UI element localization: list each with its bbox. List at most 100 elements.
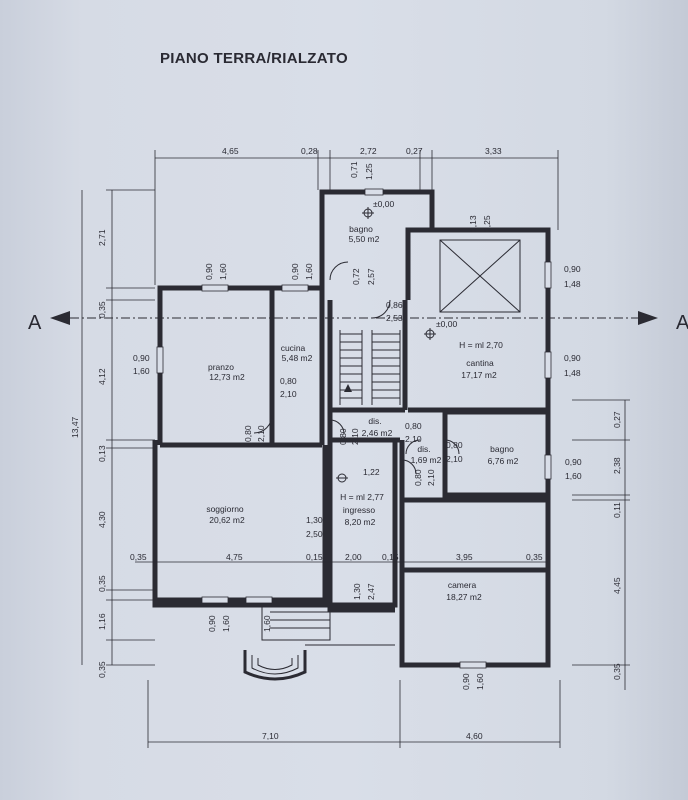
room-cantina-name: cantina [466,358,494,368]
skylight-dim-w: 2,13 [468,215,478,232]
stair-arrow-up [344,384,352,392]
lbl-d-cucina-w: 0,80 [280,376,297,386]
window-pranzo-a [201,284,229,292]
lbl-w-sogg-b-h: 1,60 [262,615,272,632]
section-label-right: A [676,312,688,334]
window-cantina-a [544,261,552,289]
window-pranzo-left [156,346,164,374]
room-cucina-area: 5,48 m2 [282,353,313,363]
room-dis2-name: dis. [417,444,430,454]
dim-top-333: 3,33 [485,146,502,156]
window-soggiorno-b [245,596,273,604]
inner-dim-200: 2,00 [345,552,362,562]
lbl-w-cantina-a-w: 0,90 [564,264,581,274]
dim-left-013: 0,13 [97,445,107,462]
bottom-dimensions: 7,10 4,60 [147,680,561,748]
lbl-w-pranzo-b-h: 1,60 [304,263,314,280]
lbl-d-small-h: 2,47 [366,583,376,600]
lbl-d-dis2-h: 2,10 [426,469,436,486]
room-dis1-name: dis. [368,416,381,426]
dim-top-125: 1,25 [364,163,374,180]
dim-left-035c: 0,35 [97,661,107,678]
room-labels: bagno 5,50 m2 cucina 5,48 m2 pranzo 12,7… [206,224,518,602]
window-cantina-b [544,351,552,379]
room-soggiorno-area: 20,62 m2 [209,515,245,525]
skylight: 2,13 2,25 [439,215,521,313]
dim-top-028: 0,28 [301,146,318,156]
inner-dimensions: 0,35 4,75 0,15 2,00 0,15 3,95 0,35 [130,552,548,563]
dim-top-071: 0,71 [349,161,359,178]
room-pranzo-area: 12,73 m2 [209,372,245,382]
lbl-w-pranzo-left-w: 0,90 [133,353,150,363]
windows [156,188,552,669]
inner-dim-395: 3,95 [456,552,473,562]
window-camera [459,661,487,669]
skylight-dim-h: 2,25 [482,215,492,232]
lbl-d-pranzo-w: 0,80 [243,425,253,442]
window-soggiorno-a [201,596,229,604]
lbl-d-dis1-a-h: 2,10 [350,428,360,445]
lbl-d-cantina-h: 2,53 [386,313,403,323]
inner-dim-035a: 0,35 [130,552,147,562]
room-dis2-area: 1,69 m2 [411,455,442,465]
lbl-w-cantina-b-w: 0,90 [564,353,581,363]
dim-left-116: 1,16 [97,613,107,630]
room-bagno2-name: bagno [490,444,514,454]
window-bagno1 [364,188,384,196]
room-cantina-height: H = ml 2,70 [459,340,503,350]
dim-top-027: 0,27 [406,146,423,156]
lbl-d-bagno1-h: 2,57 [366,268,376,285]
dim-left-412: 4,12 [97,368,107,385]
room-ingresso-height: H = ml 2,77 [340,492,384,502]
room-bagno1-area: 5,50 m2 [349,234,380,244]
lbl-d-ingresso-h: 2,50 [306,529,323,539]
window-pranzo-b [281,284,309,292]
lbl-d-dis2-w: 0,80 [413,469,423,486]
dim-right-035: 0,35 [612,663,622,680]
lbl-w-pranzo-left-h: 1,60 [133,366,150,376]
page-title: PIANO TERRA/RIALZATO [160,50,348,67]
lbl-w-bagno2-h: 1,60 [565,471,582,481]
opening-labels: 0,90 1,60 0,90 1,60 0,90 1,60 0,80 2,10 … [133,263,582,690]
section-label-left: A [28,312,42,334]
room-dis1-area: 2,46 m2 [362,428,393,438]
level-bagno: ±0,00 [373,199,394,209]
lbl-d-ingresso-w: 1,30 [306,515,323,525]
level-markers: ±0,00 ±0,00 [336,199,457,483]
top-dimensions: 4,65 0,28 2,72 0,27 3,33 0,71 1,25 [154,146,559,285]
room-soggiorno-name: soggiorno [206,504,244,514]
inner-dim-035b: 0,35 [526,552,543,562]
lbl-w-cantina-a-h: 1,48 [564,279,581,289]
lbl-ingresso-w: 1,22 [363,467,380,477]
lbl-w-pranzo-b-w: 0,90 [290,263,300,280]
room-bagno2-area: 6,76 m2 [488,456,519,466]
lbl-d-bagno2-h: 2,10 [446,454,463,464]
staircase [339,330,401,405]
lbl-w-cantina-b-h: 1,48 [564,368,581,378]
dim-left-035a: 0,35 [97,301,107,318]
dim-right-445: 4,45 [612,577,622,594]
dim-left-430: 4,30 [97,511,107,528]
door-swings [253,261,460,475]
room-camera-name: camera [448,580,477,590]
lbl-w-bagno2-w: 0,90 [565,457,582,467]
lbl-w-camera-w: 0,90 [461,673,471,690]
lbl-w-pranzo-a-w: 0,90 [204,263,214,280]
room-cucina-name: cucina [281,343,306,353]
lbl-d-bagno1-w: 0,72 [351,268,361,285]
lbl-d-small-w: 1,30 [352,583,362,600]
section-arrow-right [638,311,658,325]
lbl-d-dis1-b-w: 0,80 [405,421,422,431]
lbl-w-sogg-a-w: 0,90 [207,615,217,632]
room-pranzo-name: pranzo [208,362,234,372]
room-ingresso-area: 8,20 m2 [345,517,376,527]
entrance-steps [243,605,395,681]
section-arrow-left [50,311,70,325]
lbl-w-sogg-a-h: 1,60 [221,615,231,632]
lbl-w-pranzo-a-h: 1,60 [218,263,228,280]
room-cantina-area: 17,17 m2 [461,370,497,380]
window-bagno2 [544,454,552,480]
dim-top-465: 4,65 [222,146,239,156]
dim-left-035b: 0,35 [97,575,107,592]
